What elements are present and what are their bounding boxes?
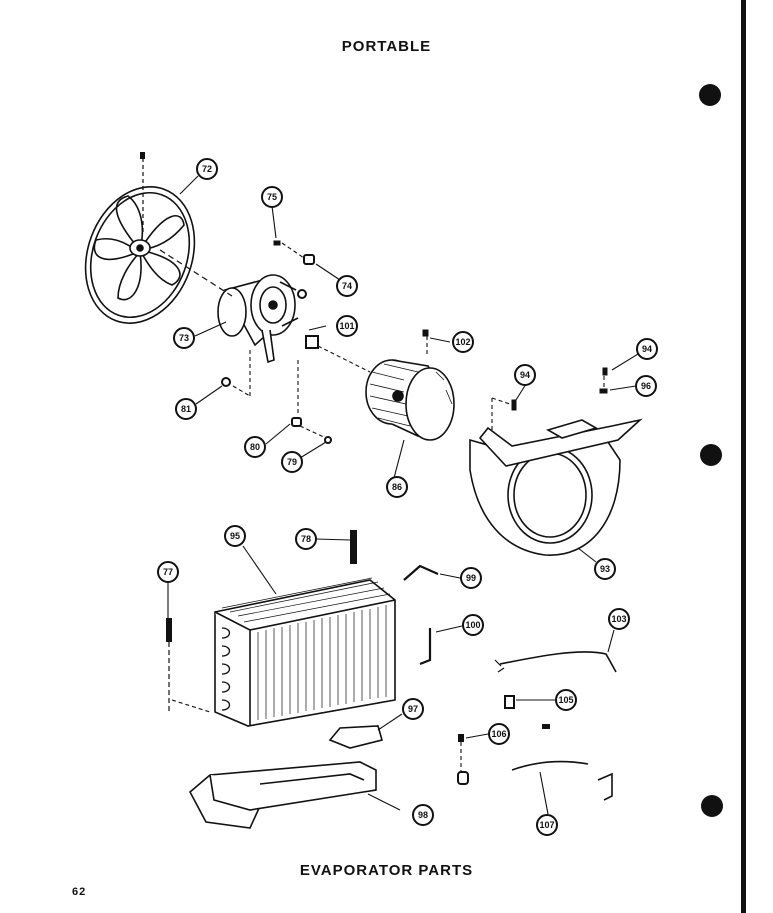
callout-72: 72 <box>196 158 218 180</box>
callout-98: 98 <box>412 804 434 826</box>
callout-74: 74 <box>336 275 358 297</box>
callout-102: 102 <box>452 331 474 353</box>
callout-81: 81 <box>175 398 197 420</box>
callout-100: 100 <box>462 614 484 636</box>
callout-86: 86 <box>386 476 408 498</box>
page-number: 62 <box>72 886 87 898</box>
callout-107: 107 <box>536 814 558 836</box>
callout-79: 79 <box>281 451 303 473</box>
callout-99: 99 <box>460 567 482 589</box>
callout-94: 94 <box>636 338 658 360</box>
drain-pan <box>188 761 377 829</box>
callout-101: 101 <box>336 315 358 337</box>
page-title: PORTABLE <box>341 38 432 55</box>
callout-103: 103 <box>608 608 630 630</box>
callout-96: 96 <box>635 375 657 397</box>
section-caption: EVAPORATOR PARTS <box>299 862 474 879</box>
callout-95: 95 <box>224 525 246 547</box>
callout-77: 77 <box>157 561 179 583</box>
blower-wheel <box>365 359 455 441</box>
evaporator-coil <box>214 577 396 727</box>
callout-73: 73 <box>173 327 195 349</box>
fan-motor <box>217 274 299 364</box>
punch-hole <box>701 795 723 817</box>
blower-housing <box>469 418 643 556</box>
callout-97: 97 <box>402 698 424 720</box>
callout-106: 106 <box>488 723 510 745</box>
punch-hole <box>699 84 721 106</box>
callout-78: 78 <box>295 528 317 550</box>
callout-80: 80 <box>244 436 266 458</box>
callout-75: 75 <box>261 186 283 208</box>
punch-hole <box>700 444 722 466</box>
callout-93: 93 <box>594 558 616 580</box>
page-edge-bar <box>741 0 746 913</box>
fan-blade <box>84 186 196 324</box>
callout-94: 94 <box>514 364 536 386</box>
callout-105: 105 <box>555 689 577 711</box>
